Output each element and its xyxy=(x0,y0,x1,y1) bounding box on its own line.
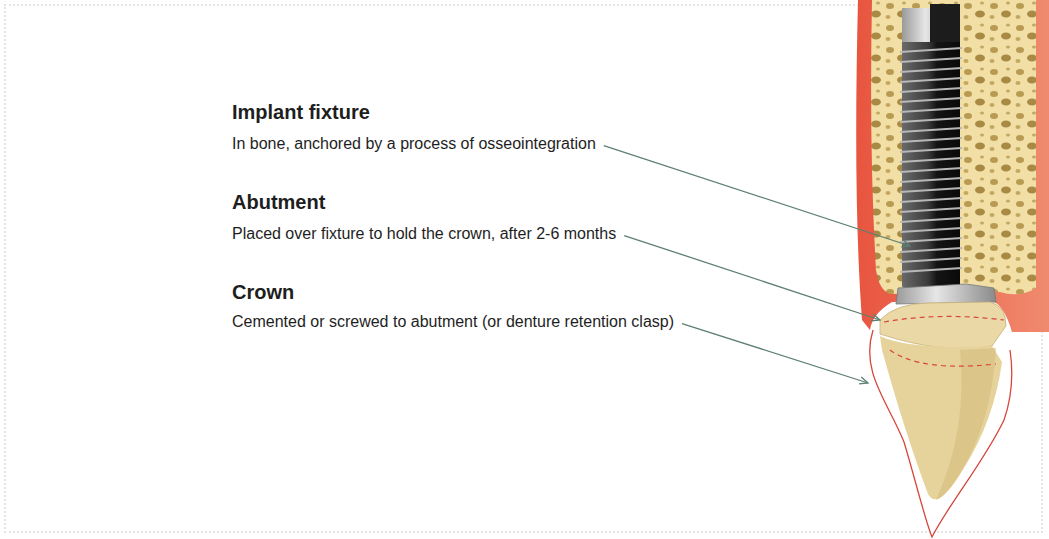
crown-outline xyxy=(870,330,1012,537)
part-description: Cemented or screwed to abutment (or dent… xyxy=(232,312,674,331)
part-name: Crown xyxy=(232,280,294,304)
abutment-drawing xyxy=(880,302,1006,348)
leader-line xyxy=(682,324,868,383)
part-name: Abutment xyxy=(232,190,325,214)
jaw-bone xyxy=(871,0,1036,294)
gum-tissue xyxy=(856,0,1049,332)
part-description: In bone, anchored by a process of osseoi… xyxy=(232,134,596,153)
leader-line xyxy=(624,236,880,320)
leader-lines xyxy=(604,146,910,383)
leader-line xyxy=(604,146,910,246)
crown-drawing xyxy=(880,336,1002,499)
part-name: Implant fixture xyxy=(232,100,370,124)
implant-fixture-drawing xyxy=(896,4,996,304)
part-description: Placed over fixture to hold the crown, a… xyxy=(232,224,616,243)
dashed-outline xyxy=(884,316,1004,366)
crown-shading xyxy=(936,348,996,500)
